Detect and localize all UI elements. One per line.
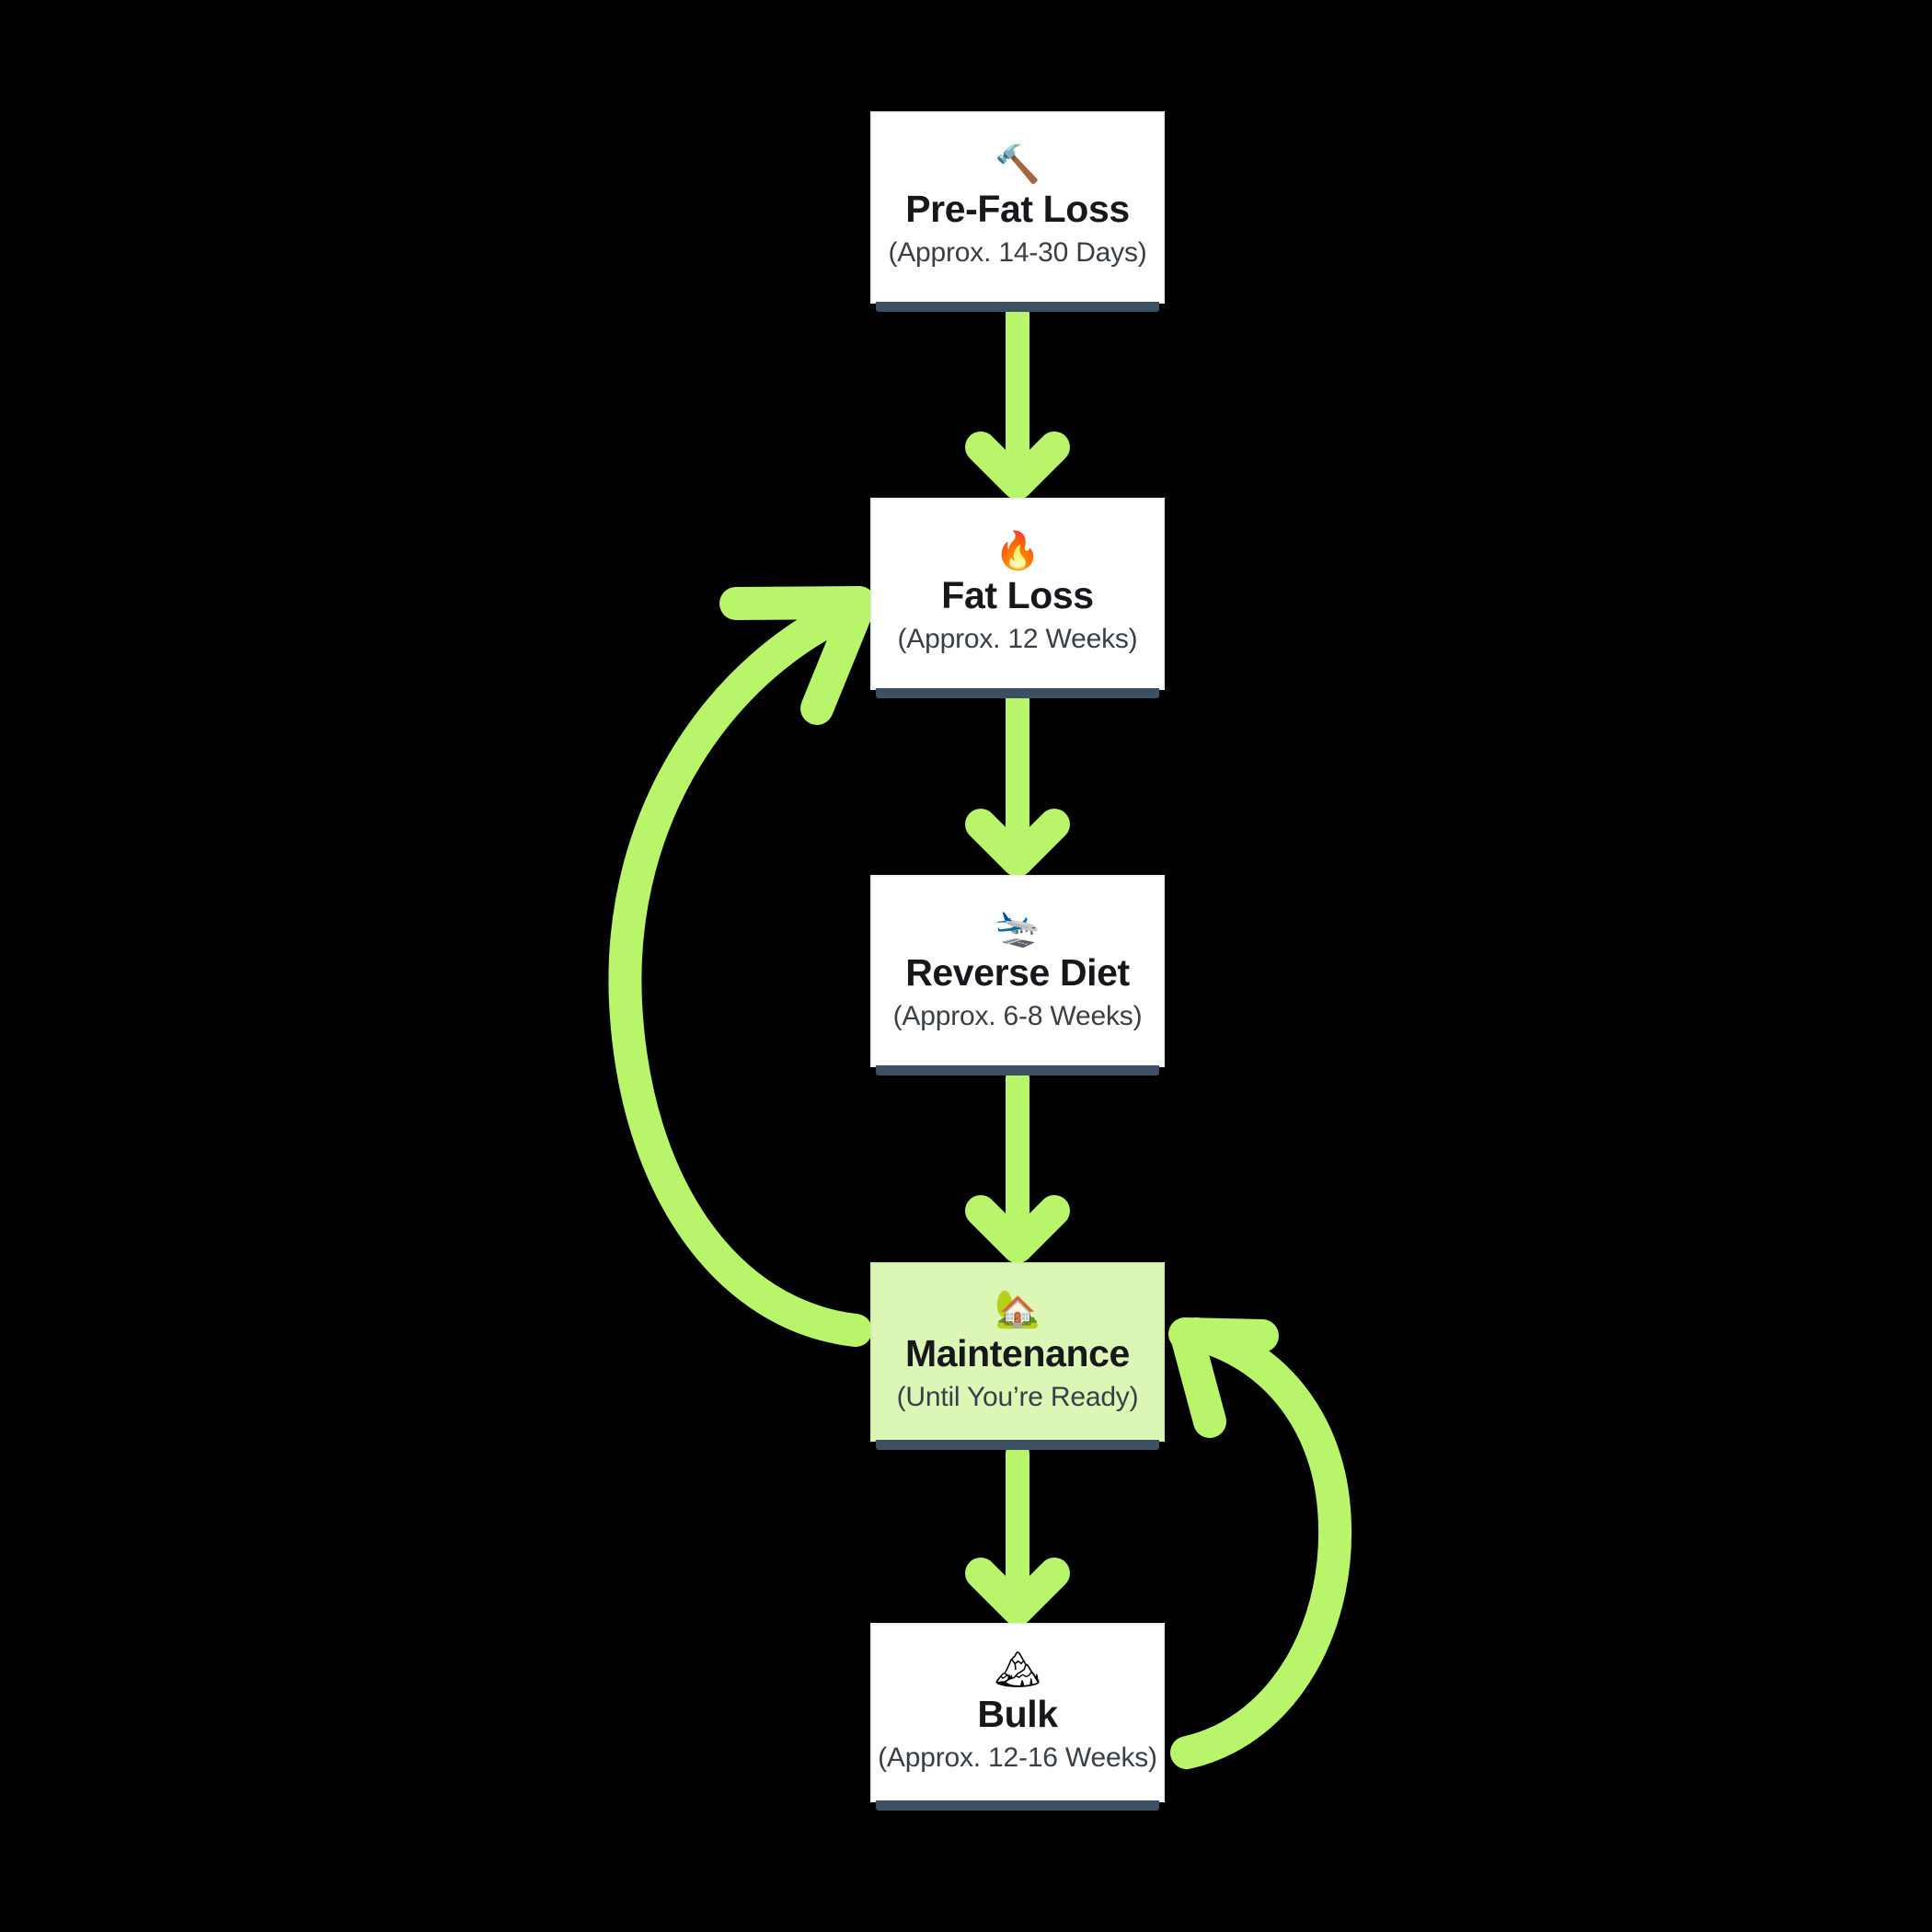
node-title: Fat Loss bbox=[941, 573, 1094, 616]
node-title: Reverse Diet bbox=[905, 950, 1130, 994]
node-fat-loss[interactable]: 🔥 Fat Loss (Approx. 12 Weeks) bbox=[870, 498, 1165, 698]
fire-icon: 🔥 bbox=[995, 529, 1041, 572]
edge-maintenance-to-bulk bbox=[981, 1442, 1054, 1610]
snow-capped-mountain-icon: 🏔 bbox=[994, 1648, 1041, 1691]
edge-maintenance-to-fatloss-curve bbox=[608, 586, 876, 1347]
hammer-icon: 🔨 bbox=[995, 143, 1041, 186]
node-pre-fat-loss[interactable]: 🔨 Pre-Fat Loss (Approx. 14-30 Days) bbox=[870, 111, 1165, 312]
node-reverse-diet[interactable]: 🛬 Reverse Diet (Approx. 6-8 Weeks) bbox=[870, 875, 1165, 1075]
node-subtitle: (Approx. 14-30 Days) bbox=[888, 236, 1147, 268]
node-subtitle: (Approx. 6-8 Weeks) bbox=[892, 1000, 1143, 1031]
node-subtitle: (Approx. 12-16 Weeks) bbox=[878, 1742, 1157, 1773]
node-maintenance[interactable]: 🏡 Maintenance (Until You’re Ready) bbox=[870, 1262, 1165, 1450]
node-bulk[interactable]: 🏔 Bulk (Approx. 12-16 Weeks) bbox=[870, 1623, 1165, 1811]
edge-fatloss-to-reversediet bbox=[981, 687, 1054, 861]
node-title: Pre-Fat Loss bbox=[905, 187, 1130, 230]
airplane-arriving-icon: 🛬 bbox=[995, 906, 1041, 949]
node-title: Bulk bbox=[977, 1692, 1058, 1735]
house-with-garden-icon: 🏡 bbox=[995, 1287, 1041, 1330]
edge-bulk-to-maintenance-curve bbox=[1168, 1317, 1351, 1769]
edge-prefatloss-to-fatloss bbox=[981, 302, 1054, 484]
node-title: Maintenance bbox=[905, 1331, 1130, 1374]
edge-reversediet-to-maintenance bbox=[981, 1066, 1054, 1248]
node-subtitle: (Until You’re Ready) bbox=[896, 1381, 1139, 1412]
node-subtitle: (Approx. 12 Weeks) bbox=[897, 623, 1138, 654]
